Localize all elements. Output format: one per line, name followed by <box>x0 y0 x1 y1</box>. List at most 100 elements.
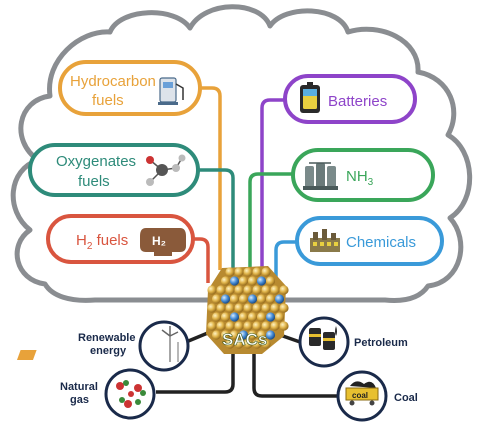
support-atom <box>270 285 280 295</box>
source-natural-gas-line2: gas <box>70 394 89 406</box>
support-atom <box>243 267 253 277</box>
oil-barrels-icon <box>309 326 337 350</box>
single-atom <box>274 294 285 304</box>
support-atom <box>220 276 231 286</box>
support-atom <box>207 285 217 295</box>
support-atom <box>270 303 280 313</box>
support-atom <box>279 285 289 295</box>
support-atom <box>234 303 244 313</box>
support-atom <box>216 303 226 313</box>
connector-lines <box>156 86 338 398</box>
factory-icon <box>310 229 340 252</box>
pill-h2-label: H2 fuels <box>76 232 128 252</box>
support-atom <box>261 303 271 313</box>
support-atom <box>243 285 253 295</box>
connector-coal <box>252 352 338 398</box>
support-atom <box>252 285 262 295</box>
support-atom <box>229 294 240 304</box>
pill-chemicals: Chemicals <box>295 216 444 266</box>
support-atom <box>279 303 289 313</box>
support-atom <box>270 321 280 331</box>
support-atom <box>220 330 231 340</box>
pill-h2: H2 fuels H₂ <box>46 214 195 264</box>
pill-nh3: NH3 <box>291 148 435 202</box>
pill-batteries-label: Batteries <box>328 93 387 110</box>
support-atom <box>234 267 244 277</box>
support-atom <box>207 303 217 313</box>
support-atom <box>234 321 244 331</box>
support-atom <box>247 312 258 322</box>
single-atom <box>265 330 276 340</box>
support-atom <box>252 339 262 349</box>
connector-oxygenates <box>182 168 235 272</box>
support-atom <box>261 285 271 295</box>
source-petroleum-label: Petroleum <box>354 337 408 349</box>
support-atom <box>252 321 262 331</box>
support-atom <box>261 321 271 331</box>
pill-hydrocarbon-line1: Hydrocarbon <box>70 73 156 90</box>
single-atom <box>220 294 231 304</box>
support-atom <box>216 285 226 295</box>
fuel-pump-icon <box>158 77 184 105</box>
connector-chemicals <box>274 240 298 280</box>
pill-nh3-main: NH <box>346 168 368 185</box>
connector-natural-gas <box>156 350 235 394</box>
pill-nh3-label: NH3 <box>346 168 374 188</box>
support-atom <box>256 312 267 322</box>
coal-cart-text: coal <box>352 391 368 400</box>
support-atom <box>225 267 235 277</box>
pill-oxygenates-line1: Oxygenates <box>56 153 136 170</box>
pill-oxygenates: Oxygenates fuels <box>28 143 200 197</box>
source-coal-label: Coal <box>394 392 418 404</box>
tanks-icon <box>303 162 338 190</box>
support-atom <box>252 303 262 313</box>
pill-hydrocarbon-line2: fuels <box>92 92 124 109</box>
support-atom <box>243 321 253 331</box>
support-atom <box>238 294 249 304</box>
support-atom <box>234 285 244 295</box>
support-atom <box>216 321 226 331</box>
source-natural-gas: Natural gas <box>60 368 156 420</box>
support-atom <box>243 303 253 313</box>
support-atom <box>225 321 235 331</box>
support-atom <box>274 312 285 322</box>
support-atom <box>279 321 289 331</box>
sacs-label: SACs <box>222 330 267 349</box>
pill-h2-sub: 2 <box>87 241 93 252</box>
sacs-nanoparticle: SACs <box>206 266 289 354</box>
single-atom <box>256 276 267 286</box>
connector-hydrocarbon <box>180 86 222 270</box>
h2-tank-text: H₂ <box>152 234 166 248</box>
battery-icon <box>300 82 320 113</box>
pill-h2-main: H <box>76 232 87 249</box>
source-coal: coal Coal <box>336 370 418 422</box>
connector-h2 <box>190 237 210 283</box>
pill-oxygenates-line2: fuels <box>78 173 110 190</box>
pill-hydrocarbon: Hydrocarbon fuels <box>58 60 202 116</box>
support-atom <box>238 312 249 322</box>
single-atom <box>265 312 276 322</box>
solar-wind-icon <box>16 326 179 362</box>
connector-batteries <box>260 98 286 272</box>
support-atom <box>238 276 249 286</box>
pill-batteries: Batteries <box>283 74 417 124</box>
support-atom <box>243 339 253 349</box>
support-atom <box>211 294 222 304</box>
single-atom <box>238 330 249 340</box>
support-atom <box>225 285 235 295</box>
pill-h2-tail: fuels <box>92 232 128 249</box>
source-petroleum: Petroleum <box>298 316 408 368</box>
molecule-icon <box>146 154 186 186</box>
source-renewable-line1: Renewable <box>78 332 135 344</box>
support-atom <box>220 312 231 322</box>
support-atom <box>225 303 235 313</box>
connector-nh3 <box>248 172 294 272</box>
support-atom <box>252 267 262 277</box>
source-natural-gas-line1: Natural <box>60 381 98 393</box>
support-atom <box>207 321 217 331</box>
source-renewable-line2: energy <box>90 345 127 357</box>
support-atom <box>265 294 276 304</box>
support-atom <box>261 267 271 277</box>
support-atom <box>225 339 235 349</box>
pill-chemicals-label: Chemicals <box>346 234 416 251</box>
